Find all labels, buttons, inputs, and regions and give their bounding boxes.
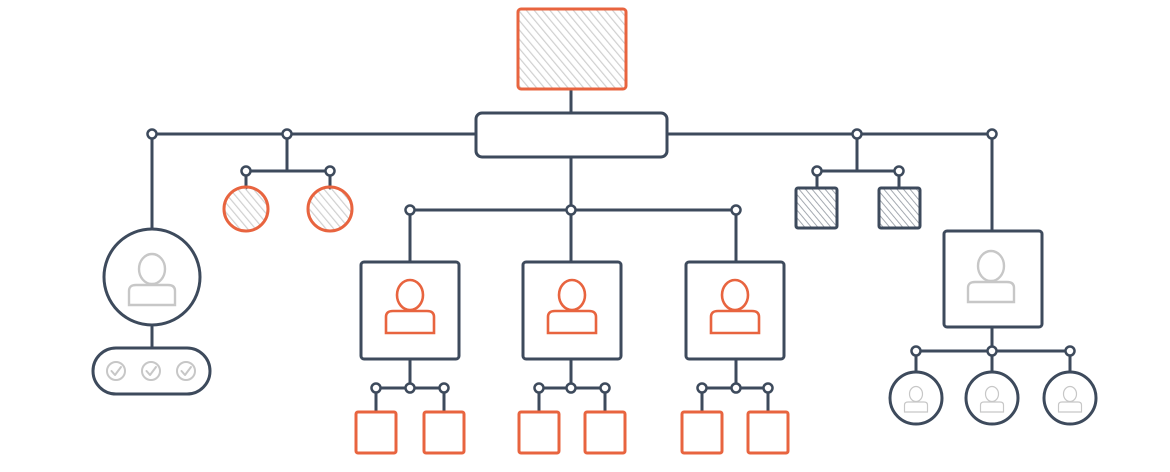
connector-node-icon bbox=[986, 128, 998, 140]
gray-square-node-2 bbox=[877, 186, 922, 230]
connector-node-icon bbox=[811, 165, 823, 177]
check-circle-icon bbox=[106, 361, 126, 381]
connector-node-icon bbox=[851, 128, 863, 140]
orange-child-square-1b bbox=[422, 410, 466, 455]
connector-node-icon bbox=[696, 382, 708, 394]
orange-child-square-2a bbox=[517, 410, 561, 455]
hub-node-box bbox=[474, 111, 669, 159]
middle-person-node-3 bbox=[684, 260, 786, 361]
connector-node-icon bbox=[240, 165, 252, 177]
connector-node-icon bbox=[438, 382, 450, 394]
orange-child-square-1a bbox=[354, 410, 398, 455]
gray-square-node-1 bbox=[794, 186, 839, 230]
right-person-circle-1 bbox=[888, 370, 944, 426]
connector-node-icon bbox=[533, 382, 545, 394]
right-person-circle-2 bbox=[964, 370, 1020, 426]
connector-node-icon bbox=[910, 345, 922, 357]
connector-node-icon bbox=[404, 204, 416, 216]
connector-node-icon bbox=[370, 382, 382, 394]
check-circle-icon bbox=[176, 361, 196, 381]
connector-node-icon bbox=[599, 382, 611, 394]
connector-node-icon bbox=[146, 128, 158, 140]
connector-node-icon bbox=[565, 382, 577, 394]
check-pill bbox=[91, 346, 212, 396]
middle-person-node-1 bbox=[359, 260, 461, 361]
connector-node-icon bbox=[730, 204, 742, 216]
connector-node-icon bbox=[730, 382, 742, 394]
connector-node-icon bbox=[565, 204, 577, 216]
orange-child-square-3a bbox=[680, 410, 724, 455]
connector-node-icon bbox=[404, 382, 416, 394]
left-person-node bbox=[102, 227, 202, 327]
middle-person-node-2 bbox=[521, 260, 623, 361]
orange-circle-node-2 bbox=[306, 185, 354, 233]
top-node-box bbox=[516, 7, 628, 91]
orange-child-square-2b bbox=[583, 410, 627, 455]
orange-circle-node-1 bbox=[222, 185, 270, 233]
connector-node-icon bbox=[281, 128, 293, 140]
check-circle-icon bbox=[141, 361, 161, 381]
connector-nodes bbox=[146, 128, 1076, 394]
connector-node-icon bbox=[762, 382, 774, 394]
connector-node-icon bbox=[324, 165, 336, 177]
connector-node-icon bbox=[986, 345, 998, 357]
right-person-node bbox=[942, 229, 1044, 329]
connector-node-icon bbox=[1064, 345, 1076, 357]
right-person-circle-3 bbox=[1042, 370, 1098, 426]
orange-child-square-3b bbox=[746, 410, 790, 455]
connector-node-icon bbox=[893, 165, 905, 177]
